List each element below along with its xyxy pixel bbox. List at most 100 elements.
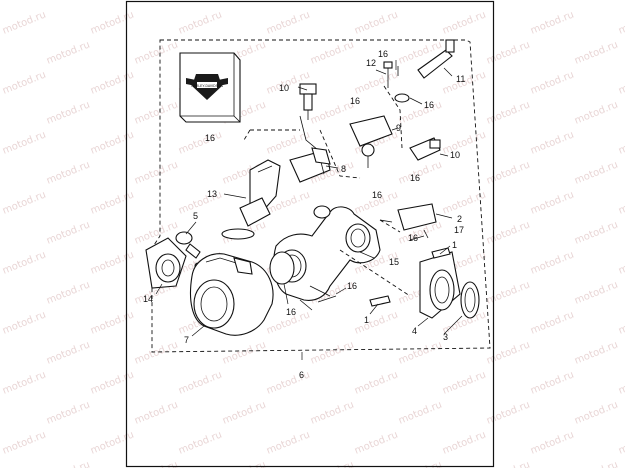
watermark-text: motod.ru [485,99,532,126]
watermark-text: motod.ru [529,249,576,276]
watermark-text: motod.ru [89,69,136,96]
callout-11: 11 [456,74,465,84]
watermark-text: motod.ru [133,159,180,186]
watermark-text: motod.ru [573,219,620,246]
watermark-text: motod.ru [441,369,488,396]
watermark-text: motod.ru [45,399,92,426]
watermark-text: motod.ru [89,309,136,336]
part-8-bracket [289,115,331,183]
watermark-text: motod.ru [353,429,400,456]
watermark-text: motod.ru [617,69,625,96]
watermark-text: motod.ru [529,309,576,336]
callout-12: 12 [366,58,376,68]
watermark-text: motod.ru [89,129,136,156]
watermark-text: motod.ru [221,339,268,366]
watermark-text: motod.ru [133,339,180,366]
watermark-text: motod.ru [485,219,532,246]
watermark-text: motod.ru [441,429,488,456]
watermark-text: motod.ru [353,309,400,336]
watermark-text: motod.ru [573,459,620,468]
callout-2: 2 [457,214,462,224]
watermark-text: motod.ru [177,9,224,36]
callout-16: 16 [424,100,434,110]
callout-10: 10 [450,150,460,160]
watermark-text: motod.ru [1,249,48,276]
watermark-text: motod.ru [89,429,136,456]
watermark-text: motod.ru [617,189,625,216]
watermark-text: motod.ru [529,369,576,396]
watermark-text: motod.ru [89,369,136,396]
watermark-text: motod.ru [617,429,625,456]
watermark-text: motod.ru [485,399,532,426]
watermark-text: motod.ru [265,369,312,396]
watermark-text: motod.ru [529,69,576,96]
part-14-idle-motor [145,237,187,289]
part-2-sensor [379,203,437,239]
callout-9: 9 [396,123,401,133]
watermark-text: motod.ru [441,129,488,156]
watermark-text: motod.ru [45,39,92,66]
watermark-text: motod.ru [177,129,224,156]
watermark-text: motod.ru [45,99,92,126]
watermark-text: motod.ru [397,159,444,186]
watermark-text: motod.ru [1,189,48,216]
callout-4: 4 [412,326,417,336]
watermark-text: motod.ru [45,339,92,366]
watermark-text: motod.ru [397,339,444,366]
part-3-gasket [460,281,480,319]
part-10-injector-b [409,137,441,161]
callout-10: 10 [279,83,289,93]
callout-1: 1 [452,240,457,250]
watermark-text: motod.ru [397,399,444,426]
part-13-sensor [221,159,281,240]
part-1-bolts [309,247,451,307]
watermark-text: motod.ru [133,39,180,66]
watermark-text: motod.ru [485,159,532,186]
watermark-text: motod.ru [89,189,136,216]
watermark-text: motod.ru [573,159,620,186]
watermark-text: motod.ru [1,429,48,456]
harness-path-2 [319,85,403,179]
bar-and-shield-logo: HARLEY-DAVIDSON [186,74,228,100]
watermark-text: motod.ru [133,399,180,426]
callout-17: 17 [454,225,464,235]
watermark-text: motod.ru [1,69,48,96]
watermark-text: motod.ru [45,279,92,306]
watermark-text: motod.ru [89,9,136,36]
watermark-text: motod.ru [1,129,48,156]
watermark-text: motod.ru [353,369,400,396]
watermark-text: motod.ru [573,399,620,426]
watermark-text: motod.ru [529,9,576,36]
kit-boundary [151,39,491,353]
watermark-text: motod.ru [617,369,625,396]
watermark-text: motod.ru [177,429,224,456]
watermark-text: motod.ru [573,339,620,366]
watermark-text: motod.ru [309,339,356,366]
kit-box: HARLEY-DAVIDSON [179,52,241,123]
watermark-text: motod.ru [45,159,92,186]
watermark-text: motod.ru [573,99,620,126]
watermark-text: motod.ru [617,9,625,36]
callout-6: 6 [299,370,304,380]
kit-logo-text: HARLEY-DAVIDSON [191,84,223,88]
part-9-map-sensor [349,115,393,168]
watermark-text: motod.ru [45,459,92,468]
callout-5: 5 [193,211,198,221]
watermark-text: motod.ru [485,279,532,306]
watermark-text: motod.ru [1,309,48,336]
watermark-text: motod.ru [617,129,625,156]
callout-16: 16 [350,96,360,106]
harness-path-3 [339,219,411,297]
watermark-text: motod.ru [265,9,312,36]
part-7-throttle-body [189,253,274,336]
watermark-text: motod.ru [529,129,576,156]
leader-lines [155,60,463,360]
callout-16: 16 [410,173,420,183]
watermark-text: motod.ru [177,369,224,396]
callout-7: 7 [184,335,189,345]
callout-16: 16 [372,190,382,200]
watermark-text: motod.ru [353,69,400,96]
watermark-text: motod.ru [353,9,400,36]
part-4-flange [419,251,461,319]
watermark-text: motod.ru [309,39,356,66]
